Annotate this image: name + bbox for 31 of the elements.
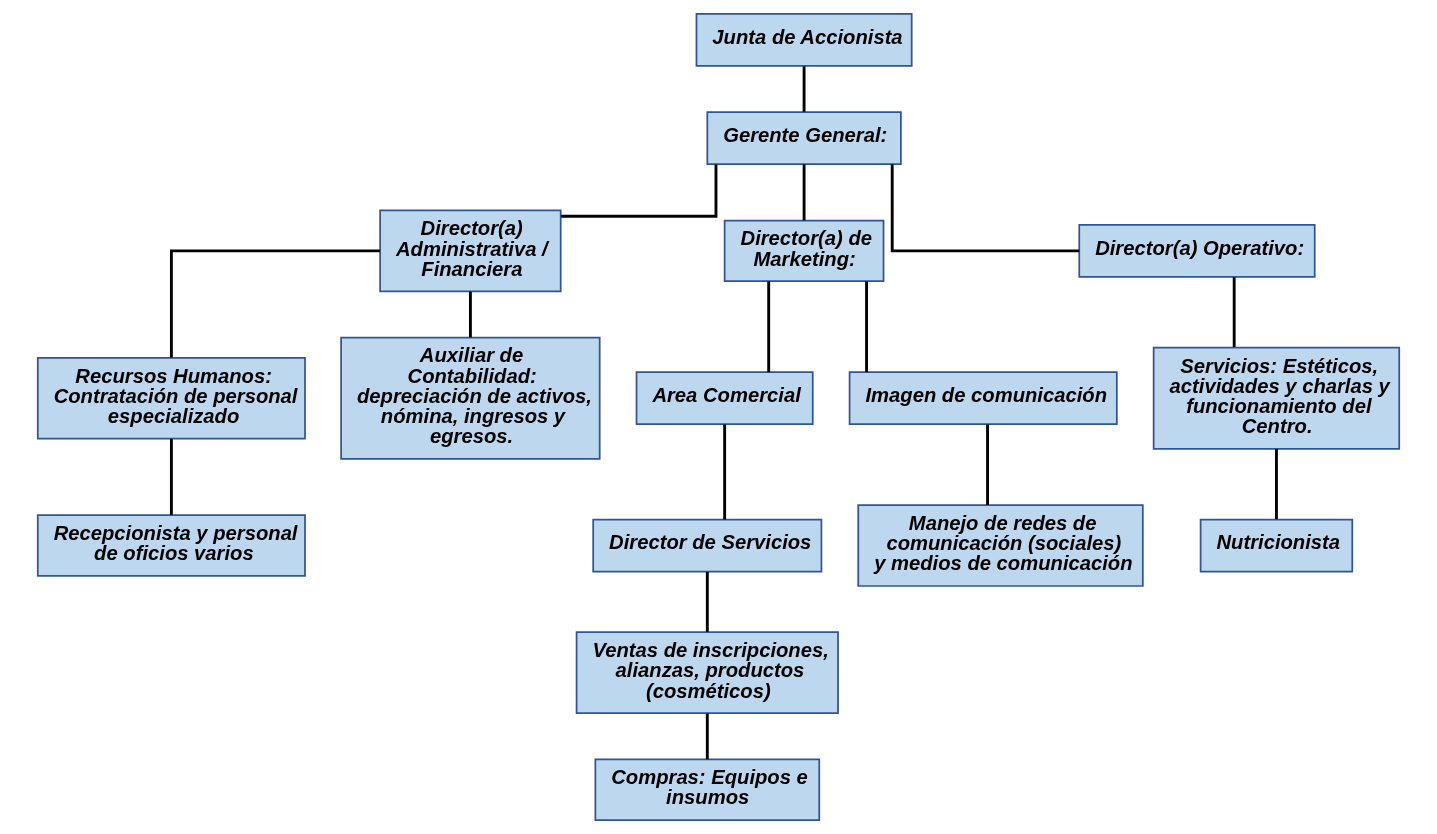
- node-box: Compras: Equipos e insumos: [594, 758, 821, 821]
- connector: [561, 164, 718, 218]
- connector: [802, 164, 806, 221]
- node-box: Recepcionista y personal de oficios varios: [36, 514, 306, 577]
- connector: [705, 713, 709, 760]
- connector: [705, 571, 709, 632]
- connector: [468, 291, 472, 338]
- node-box: Junta de Accionista: [695, 13, 913, 67]
- connector: [169, 438, 173, 515]
- node-box: Director(a) de Marketing:: [723, 219, 885, 283]
- connector: [767, 281, 771, 373]
- node-box: Recursos Humanos: Contratación de personal especializado: [36, 356, 306, 440]
- connector: [802, 66, 806, 112]
- node-box: Imagen de comunicación: [848, 371, 1118, 426]
- node-box: Ventas de inscripciones, alianzas, productos (cosméticos): [575, 631, 839, 714]
- node-box: Servicios: Estéticos, actividades y charlas y funcionamiento del Centro.: [1152, 346, 1401, 450]
- node-box: Director(a) Administrativa / Financiera: [379, 209, 562, 293]
- connector: [865, 281, 868, 373]
- connector: [1275, 448, 1278, 520]
- connector: [723, 424, 727, 520]
- node-box: Manejo de redes de comunicación (sociales) y medios de comunicación: [857, 504, 1144, 587]
- connector: [890, 164, 1080, 253]
- connector: [169, 249, 380, 358]
- node-box: Gerente General:: [706, 111, 902, 166]
- node-box: Auxiliar de Contabilidad: depreciación de activos, nómina, ingresos y egresos.: [340, 336, 601, 460]
- node-box: Director(a) Operativo:: [1078, 224, 1316, 278]
- node-box: Nutricionista: [1199, 518, 1354, 573]
- node-box: Director de Servicios: [592, 518, 823, 573]
- node-box: Area Comercial: [635, 371, 814, 426]
- connector: [1232, 277, 1236, 348]
- connector: [986, 424, 989, 505]
